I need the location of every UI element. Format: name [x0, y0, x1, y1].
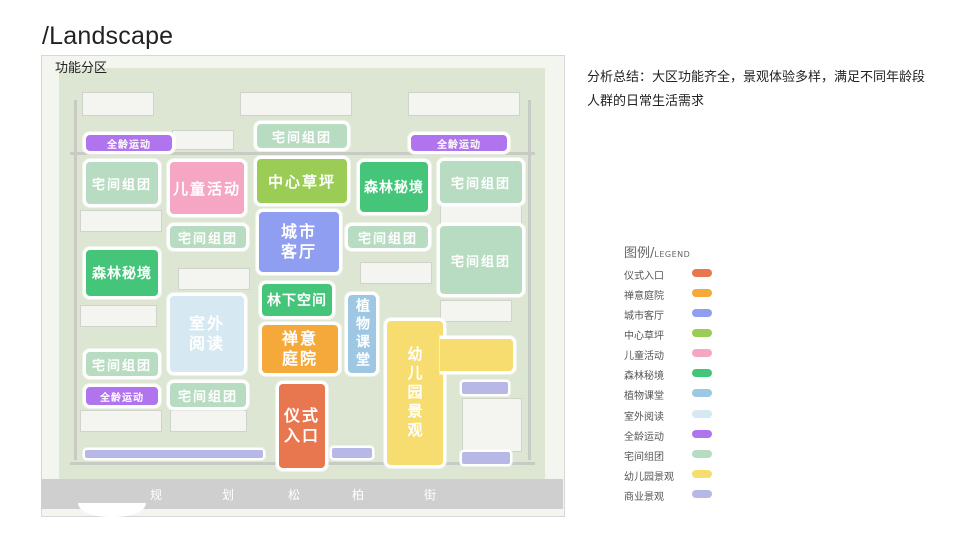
- legend-item-label: 中心草坪: [624, 331, 664, 342]
- legend-swatch: [692, 369, 712, 377]
- legend-swatch: [692, 389, 712, 397]
- building-block: [240, 92, 352, 116]
- zone-children-play: 儿童活动: [167, 159, 247, 217]
- zone-forest-realm: 森林秘境: [357, 159, 431, 215]
- street-name-char: 划: [222, 488, 235, 502]
- zone-residential-court: 宅间组团: [345, 223, 431, 251]
- building-block: [462, 398, 522, 452]
- legend-item-label: 宅间组团: [624, 452, 664, 463]
- legend-title-text: 图例/: [624, 246, 655, 261]
- page-title: /Landscape: [42, 22, 174, 50]
- zone-under-forest: 林下空间: [259, 281, 335, 319]
- zone-outdoor-reading-line2: 阅读: [188, 334, 225, 353]
- legend-swatch: [692, 470, 712, 478]
- street-notch: [78, 503, 146, 517]
- legend-item-label: 植物课堂: [624, 391, 664, 402]
- legend-swatch: [692, 309, 712, 317]
- zone-residential-court: 宅间组团: [83, 159, 161, 207]
- building-block: [440, 300, 512, 322]
- zone-residential-court: 宅间组团: [254, 121, 350, 151]
- building-block: [80, 410, 162, 432]
- street-name-char: 松: [288, 488, 301, 502]
- legend-swatch: [692, 269, 712, 277]
- legend-item-label: 幼儿园景观: [624, 472, 674, 483]
- building-block: [170, 410, 247, 432]
- building-block: [360, 262, 432, 284]
- street-name-char: 规: [150, 488, 163, 502]
- legend-item-label: 儿童活动: [624, 351, 664, 362]
- zone-zen-courtyard-line2: 庭院: [281, 349, 318, 368]
- zone-city-lounge-line2: 客厅: [280, 242, 317, 261]
- zone-ceremonial-entrance-line1: 仪式: [283, 406, 320, 425]
- legend-subtitle: LEGEND: [654, 250, 691, 259]
- zone-commercial: [460, 380, 510, 396]
- zone-outdoor-reading: 室外 阅读: [167, 293, 247, 375]
- zone-zen-courtyard-line1: 禅意: [281, 329, 318, 348]
- legend-item-label: 全龄运动: [624, 432, 664, 443]
- zone-ceremonial-entrance-line2: 入口: [283, 426, 320, 445]
- zone-all-age-sport: 全龄运动: [83, 132, 175, 154]
- internal-road: [74, 100, 77, 460]
- street-name-char: 街: [424, 488, 437, 502]
- internal-road: [70, 152, 535, 155]
- zone-kindergarten: 幼儿园景观: [384, 318, 446, 468]
- legend-title: 图例/LEGEND: [624, 242, 690, 261]
- map-label: 功能分区: [55, 61, 108, 76]
- zone-commercial: [460, 450, 512, 466]
- legend-item-label: 仪式入口: [624, 271, 664, 282]
- building-block: [172, 130, 234, 150]
- zone-residential-court: 宅间组团: [83, 349, 161, 379]
- legend-item-label: 禅意庭院: [624, 291, 664, 302]
- legend-item-label: 室外阅读: [624, 412, 664, 423]
- legend-swatch: [692, 490, 712, 498]
- zone-residential-court: 宅间组团: [437, 223, 525, 297]
- zone-city-lounge: 城市 客厅: [256, 209, 342, 275]
- legend-swatch: [692, 430, 712, 438]
- zone-outdoor-reading-line1: 室外: [188, 314, 225, 333]
- legend-swatch: [692, 450, 712, 458]
- building-block: [80, 305, 157, 327]
- zone-all-age-sport: 全龄运动: [83, 384, 161, 408]
- legend-swatch: [692, 410, 712, 418]
- building-block: [80, 210, 162, 232]
- building-block: [408, 92, 520, 116]
- zone-ceremonial-entrance: 仪式 入口: [276, 381, 328, 471]
- legend-item-label: 商业景观: [624, 492, 664, 503]
- legend-swatch: [692, 349, 712, 357]
- zone-residential-court: 宅间组团: [437, 158, 525, 206]
- zone-all-age-sport: 全龄运动: [408, 132, 510, 154]
- zone-forest-realm: 森林秘境: [83, 247, 161, 299]
- building-block: [178, 268, 250, 290]
- zone-kindergarten-ext: [440, 336, 516, 374]
- legend-swatch: [692, 289, 712, 297]
- legend-item-label: 森林秘境: [624, 371, 664, 382]
- internal-road: [528, 100, 531, 460]
- zone-commercial: [330, 446, 374, 460]
- analysis-summary: 分析总结：大区功能齐全，景观体验多样，满足不同年龄段人群的日常生活需求: [587, 70, 926, 109]
- zone-plant-class: 植物课堂: [345, 292, 379, 376]
- building-block: [82, 92, 154, 116]
- zone-residential-court: 宅间组团: [167, 223, 249, 251]
- zone-commercial: [83, 448, 265, 460]
- legend-swatch: [692, 329, 712, 337]
- street-name-char: 柏: [352, 488, 365, 502]
- zone-zen-courtyard: 禅意 庭院: [259, 322, 341, 376]
- zone-residential-court: 宅间组团: [167, 380, 249, 410]
- zone-central-lawn: 中心草坪: [254, 156, 350, 206]
- zone-city-lounge-line1: 城市: [280, 222, 317, 241]
- legend-item-label: 城市客厅: [624, 311, 664, 322]
